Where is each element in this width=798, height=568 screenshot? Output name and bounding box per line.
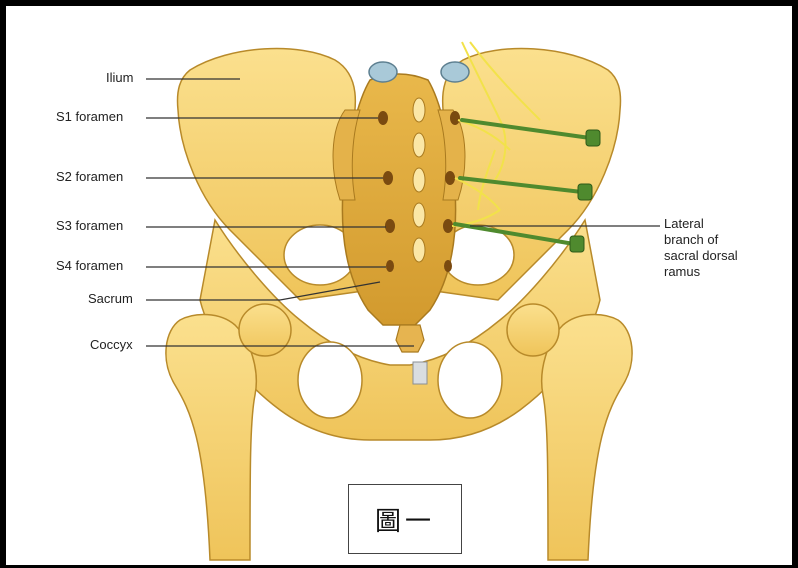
label-s4-foramen: S4 foramen bbox=[56, 258, 123, 274]
coccyx bbox=[396, 325, 424, 352]
figure-caption: 圖一 bbox=[375, 501, 435, 538]
label-lateral-branch-line-2: branch of bbox=[664, 232, 738, 248]
left-femur bbox=[166, 315, 256, 560]
right-femoral-head bbox=[507, 304, 559, 356]
pubic-symphysis bbox=[413, 362, 427, 384]
label-s2-foramen: S2 foramen bbox=[56, 169, 123, 185]
label-s1-foramen: S1 foramen bbox=[56, 109, 123, 125]
label-lateral-branch: Lateral branch of sacral dorsal ramus bbox=[664, 216, 738, 280]
left-obturator bbox=[298, 342, 362, 418]
left-femoral-head bbox=[239, 304, 291, 356]
label-lateral-branch-line-1: Lateral bbox=[664, 216, 738, 232]
right-femur bbox=[542, 315, 632, 560]
label-coccyx: Coccyx bbox=[90, 337, 133, 353]
right-obturator bbox=[438, 342, 502, 418]
right-facet bbox=[441, 62, 469, 82]
label-lateral-branch-line-4: ramus bbox=[664, 264, 738, 280]
caption-box: 圖一 bbox=[348, 484, 462, 554]
label-ilium: Ilium bbox=[106, 70, 133, 86]
label-s3-foramen: S3 foramen bbox=[56, 218, 123, 234]
label-lateral-branch-line-3: sacral dorsal bbox=[664, 248, 738, 264]
label-sacrum: Sacrum bbox=[88, 291, 133, 307]
left-facet bbox=[369, 62, 397, 82]
